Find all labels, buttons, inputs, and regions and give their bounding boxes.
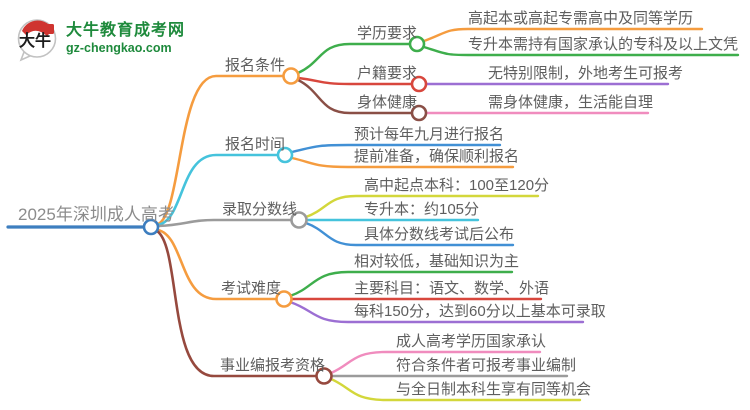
- node-education-requirement[interactable]: 学历要求: [357, 25, 418, 42]
- connector-root-to-registration-time: [156, 153, 279, 227]
- node-handle-exam-difficulty[interactable]: [275, 290, 293, 308]
- connector-to-education-requirement: [296, 42, 411, 75]
- node-handle-registration-conditions[interactable]: [282, 67, 300, 85]
- logo-bull-icon: 大牛: [17, 19, 57, 62]
- node-prepare-early[interactable]: 提前准备，确保顺利报名: [354, 148, 520, 165]
- node-highschool-diploma[interactable]: 高起本或高起专需高中及同等学历: [468, 10, 694, 27]
- connector-leaf-september-registration: [290, 143, 502, 154]
- node-health-selfcare[interactable]: 需身体健康，生活能自理: [488, 94, 654, 111]
- connector-leaf-state-recognized: [329, 350, 542, 375]
- node-handle-public-institution[interactable]: [315, 367, 333, 385]
- node-eligible-apply[interactable]: 符合条件者可报考事业编制: [396, 357, 577, 374]
- connector-root-to-exam-difficulty: [156, 228, 278, 301]
- node-admission-score[interactable]: 录取分数线: [222, 201, 298, 218]
- connector-root-to-public-institution: [155, 229, 318, 378]
- connector-leaf-highschool-diploma: [422, 27, 704, 43]
- connector-leaf-highschool-score: [304, 194, 540, 219]
- node-physical-health[interactable]: 身体健康: [357, 94, 418, 111]
- node-no-restriction[interactable]: 无特别限制，外地考生可报考: [488, 65, 684, 82]
- svg-text:大牛: 大牛: [19, 31, 51, 50]
- node-passing-score[interactable]: 每科150分，达到60分以上基本可录取: [354, 303, 606, 320]
- node-exam-difficulty[interactable]: 考试难度: [221, 280, 282, 297]
- node-registration-time[interactable]: 报名时间: [225, 136, 286, 153]
- connector-leaf-prepare-early: [290, 156, 515, 169]
- node-handle-root[interactable]: [142, 218, 160, 236]
- connector-leaf-score-announced: [304, 221, 515, 247]
- node-handle-education-requirement[interactable]: [408, 35, 426, 53]
- node-handle-registration-time[interactable]: [276, 146, 294, 164]
- node-handle-household-requirement[interactable]: [410, 75, 428, 93]
- node-registration-conditions[interactable]: 报名条件: [225, 57, 286, 74]
- logo-title: 大牛教育成考网: [66, 22, 186, 40]
- node-equal-opportunity[interactable]: 与全日制本科生享有同等机会: [396, 381, 592, 398]
- connector-leaf-equal-opportunity: [329, 377, 582, 402]
- connector-root-to-admission-score: [157, 218, 293, 228]
- node-public-institution[interactable]: 事业编报考资格: [220, 357, 326, 374]
- connector-leaf-passing-score: [288, 300, 585, 324]
- connector-to-household-requirement: [297, 76, 413, 86]
- site-logo: 大牛 大牛教育成考网 gz-chengkao.com: [14, 16, 185, 62]
- node-root[interactable]: 2025年深圳成人高考: [18, 205, 175, 224]
- connector-to-physical-health: [296, 78, 413, 115]
- node-september-registration[interactable]: 预计每年九月进行报名: [354, 126, 505, 143]
- node-highschool-score[interactable]: 高中起点本科：100至120分: [364, 177, 550, 194]
- connector-leaf-low-difficulty: [288, 270, 514, 298]
- node-handle-admission-score[interactable]: [290, 211, 308, 229]
- node-score-announced[interactable]: 具体分数线考试后公布: [364, 226, 515, 243]
- node-upgrade-score[interactable]: 专升本：约105分: [364, 201, 480, 218]
- node-household-requirement[interactable]: 户籍要求: [357, 65, 418, 82]
- node-main-subjects[interactable]: 主要科目：语文、数学、外语: [354, 280, 550, 297]
- connector-leaf-college-diploma: [422, 45, 740, 57]
- logo-url: gz-chengkao.com: [66, 40, 172, 55]
- connector-root-to-registration-conditions: [156, 74, 285, 226]
- node-low-difficulty[interactable]: 相对较低，基础知识为主: [354, 253, 520, 270]
- node-handle-physical-health[interactable]: [410, 104, 428, 122]
- node-state-recognized[interactable]: 成人高考学历国家承认: [396, 333, 547, 350]
- node-college-diploma[interactable]: 专升本需持有国家承认的专科及以上文凭: [468, 36, 739, 53]
